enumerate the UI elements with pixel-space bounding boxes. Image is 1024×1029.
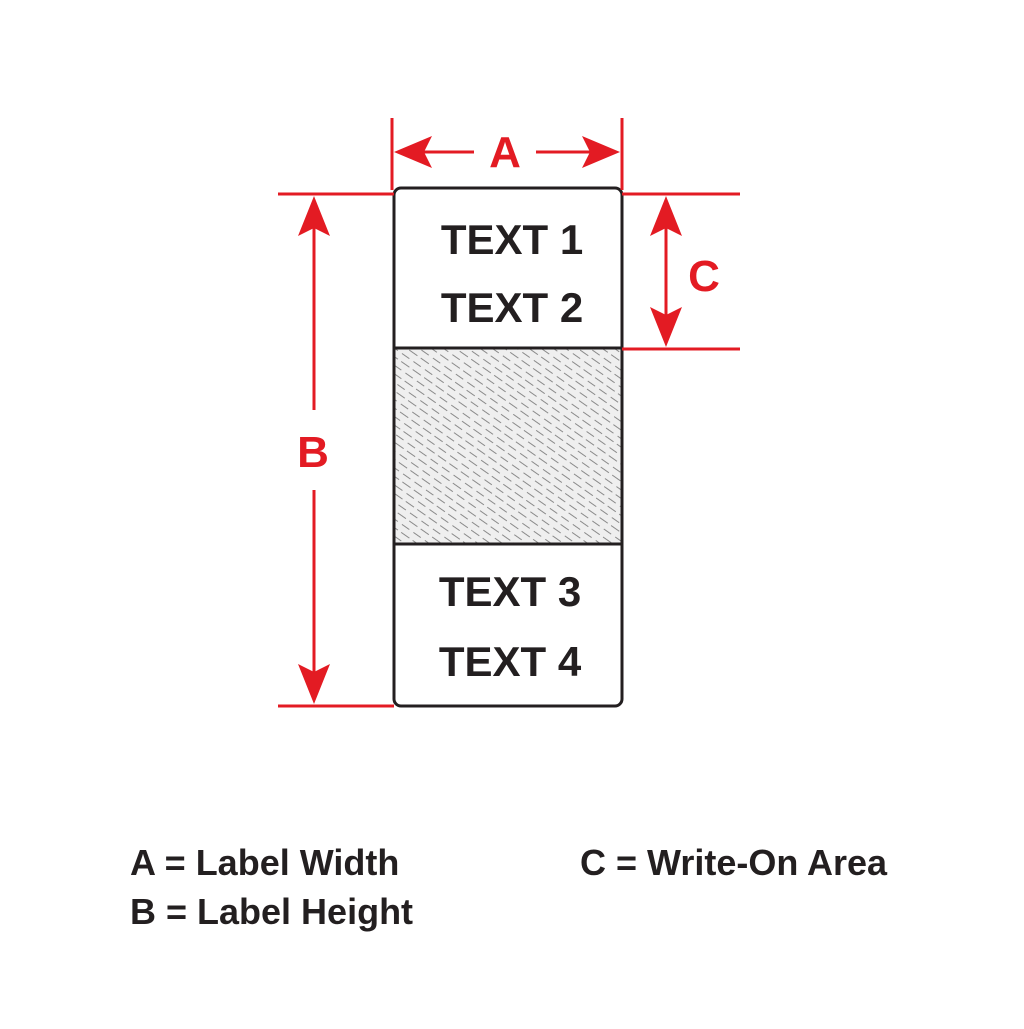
- dimension-a-arrow-right: [582, 136, 620, 168]
- legend-write-on-area: C = Write-On Area: [580, 842, 888, 883]
- dimension-b: B: [278, 192, 394, 708]
- label-outline: [392, 186, 624, 708]
- legend-label-width: A = Label Width: [130, 842, 400, 883]
- label: TEXT 1 TEXT 2 TEXT 3 TEXT 4: [392, 186, 624, 708]
- dimension-b-arrow-top: [298, 196, 330, 236]
- dimension-c-label: C: [688, 252, 720, 301]
- label-text-4: TEXT 4: [439, 638, 582, 685]
- dimension-a-arrow-left: [394, 136, 432, 168]
- dimension-a-label: A: [489, 128, 521, 177]
- write-on-area: [394, 348, 622, 544]
- dimension-b-label: B: [297, 428, 329, 477]
- dimension-a: A: [390, 118, 624, 190]
- dimension-b-arrow-bottom: [298, 664, 330, 704]
- label-text-3: TEXT 3: [439, 568, 581, 615]
- dimension-c: C: [622, 192, 740, 351]
- dimension-c-arrow-bottom: [650, 307, 682, 347]
- label-text-1: TEXT 1: [441, 216, 583, 263]
- dimension-c-arrow-top: [650, 196, 682, 236]
- legend-label-height: B = Label Height: [130, 891, 414, 932]
- label-text-2: TEXT 2: [441, 284, 583, 331]
